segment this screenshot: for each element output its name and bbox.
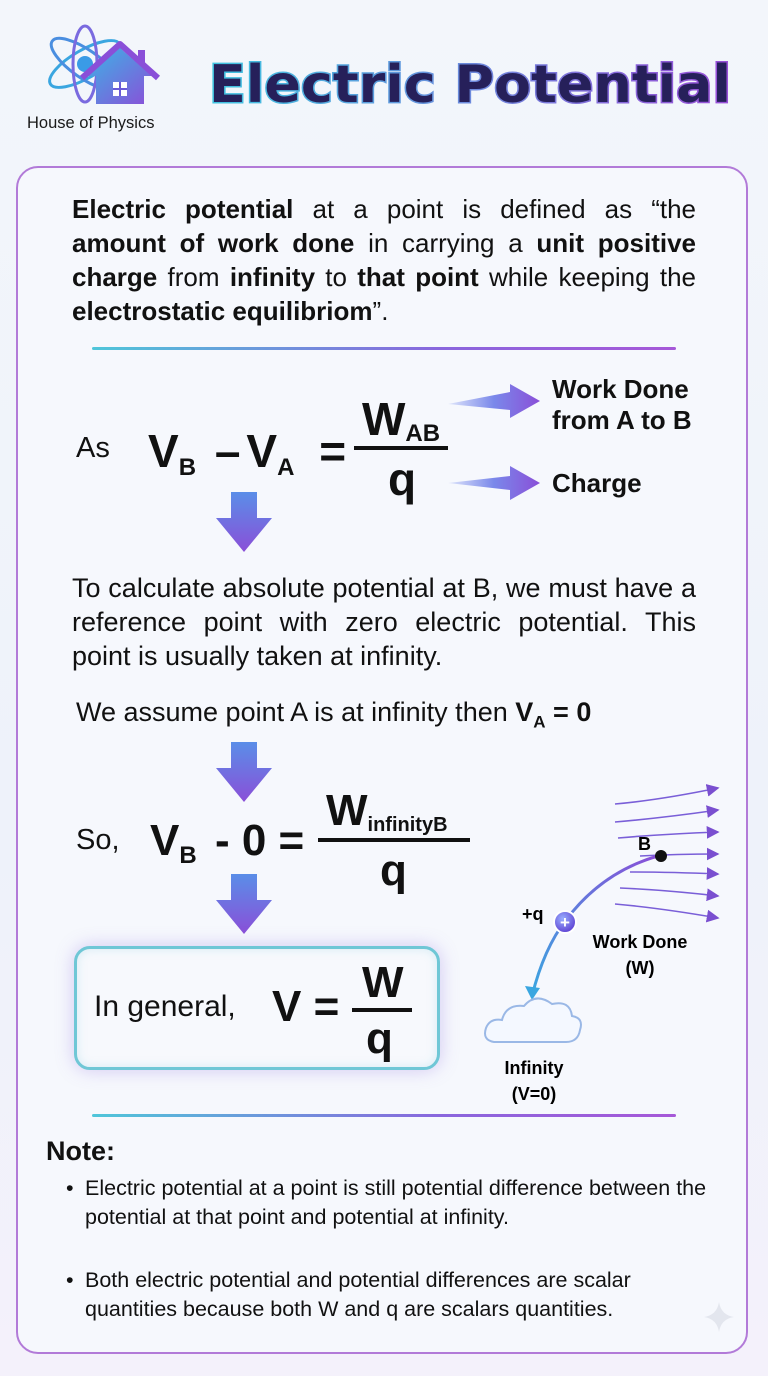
infinity-label: Infinity [505, 1058, 564, 1078]
definition-text: while keeping the [478, 262, 697, 292]
arrow-up-icon [525, 986, 540, 1000]
work-done-diagram-label: Work Done [593, 932, 688, 952]
equation2-lhs: VB - 0 = [150, 816, 305, 869]
arrow-right-icon [448, 384, 540, 418]
equation2-denominator: q [380, 846, 407, 895]
definition-emphasis: amount of work done [72, 228, 355, 258]
svg-text:Electric Potential: Electric Potential [209, 55, 731, 115]
work-symbol-label: (W) [626, 958, 655, 978]
content-card [16, 166, 748, 1354]
note-title: Note: [46, 1136, 115, 1166]
equation2-fraction-bar [318, 838, 470, 842]
equation2-prefix: So, [76, 824, 120, 856]
definition-emphasis: that point [357, 262, 479, 292]
general-numerator: W [362, 958, 404, 1007]
point-b-label: B [638, 834, 651, 854]
infinity-potential-label: (V=0) [512, 1084, 557, 1104]
definition-emphasis: electrostatic equilibriom [72, 296, 373, 326]
brand-name: House of Physics [27, 114, 155, 132]
general-lhs: V = [272, 982, 340, 1031]
house-of-physics-logo [48, 24, 161, 104]
cloud-icon [484, 997, 582, 1043]
equation1-numerator: WAB [362, 393, 441, 447]
equation1-denominator: q [388, 453, 417, 505]
down-arrow-icon [216, 492, 272, 552]
general-prefix: In general, [94, 990, 236, 1023]
down-arrow-icon [216, 742, 272, 802]
work-done-label: Work Done from A to B [552, 374, 692, 435]
divider-top [92, 347, 676, 350]
sparkle-icon [704, 1302, 734, 1332]
general-denominator: q [366, 1014, 393, 1063]
field-lines [614, 784, 720, 923]
definition-emphasis: Electric potential [72, 194, 294, 224]
equation1-pointer-arrows [448, 384, 540, 500]
definition-emphasis: unit positive charge [72, 228, 696, 292]
equation1-prefix: As [76, 432, 110, 464]
svg-text:+: + [560, 913, 570, 932]
equation2-numerator: WinfinityB [326, 786, 448, 836]
definition-text: at a point is defined as “the [293, 194, 696, 224]
down-arrow-icon [216, 874, 272, 934]
point-b-marker [655, 850, 667, 862]
general-formula-box [74, 946, 440, 1070]
note-bullet: •Both electric potential and potential d… [66, 1268, 631, 1321]
general-fraction-bar [352, 1008, 412, 1012]
arrow-right-icon [448, 466, 540, 500]
note-bullet: •Electric potential at a point is still … [66, 1176, 707, 1229]
absolute-potential-text: To calculate absolute potential at B, we… [72, 573, 696, 671]
definition-text: in carrying a [354, 228, 537, 258]
page-title: Electric Potential [208, 54, 733, 117]
positive-charge-icon [553, 910, 577, 934]
definition-text: from [157, 262, 230, 292]
equation1-lhs: VB –VA = [148, 425, 347, 481]
divider-bottom [92, 1114, 676, 1117]
equation1-fraction-bar [354, 446, 448, 450]
charge-label: +q [522, 904, 544, 924]
definition-text: to [315, 262, 358, 292]
charge-label: Charge [552, 468, 642, 498]
definition-emphasis: infinity [229, 262, 316, 292]
definition-paragraph: Electric potential at a point is defined… [72, 192, 696, 328]
assumption-text: We assume point A is at infinity then VA… [76, 697, 592, 732]
definition-text: ”. [372, 296, 389, 326]
potential-diagram: B + +q Work Done (W) Infinity (V=0) [484, 784, 720, 1104]
